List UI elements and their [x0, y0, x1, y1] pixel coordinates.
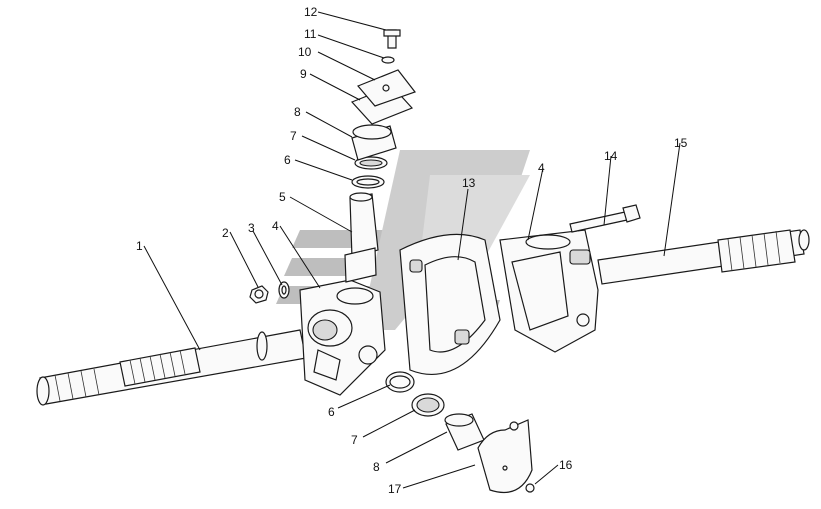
callout-4-right: 4 — [538, 161, 545, 175]
right-yoke-housing — [499, 229, 599, 353]
small-nut-16 — [525, 483, 535, 493]
washer-part — [278, 281, 290, 299]
callout-7-lower: 7 — [351, 433, 358, 447]
callout-6-upper: 6 — [284, 153, 291, 167]
center-ring — [399, 233, 501, 375]
lower-bearing-8 — [444, 413, 485, 451]
callout-4-left: 4 — [272, 219, 279, 233]
bolt-part — [569, 204, 641, 233]
kingpin-stack — [344, 29, 416, 283]
callout-3: 3 — [248, 221, 255, 235]
left-axle-shaft — [36, 329, 307, 406]
callout-2: 2 — [222, 226, 229, 240]
leader-lines — [143, 11, 681, 489]
callout-10: 10 — [298, 45, 312, 59]
callout-13: 13 — [462, 176, 476, 190]
callout-16: 16 — [559, 458, 573, 472]
callout-9: 9 — [300, 67, 307, 81]
right-axle-shaft — [597, 229, 810, 285]
lower-bushing-7 — [411, 393, 445, 417]
nut-part — [249, 285, 269, 304]
lower-ring-6 — [385, 371, 415, 393]
callout-12: 12 — [304, 5, 318, 19]
callout-14: 14 — [604, 149, 618, 163]
callout-15: 15 — [674, 136, 688, 150]
callout-5: 5 — [279, 190, 286, 204]
lower-cap-17 — [477, 419, 533, 494]
callout-17: 17 — [388, 482, 402, 496]
callout-6-lower: 6 — [328, 405, 335, 419]
callout-1: 1 — [136, 239, 143, 253]
callout-8-lower: 8 — [373, 460, 380, 474]
callout-11: 11 — [304, 27, 317, 41]
callout-7-upper: 7 — [290, 129, 297, 143]
callout-8-upper: 8 — [294, 105, 301, 119]
left-yoke-housing — [299, 279, 386, 396]
